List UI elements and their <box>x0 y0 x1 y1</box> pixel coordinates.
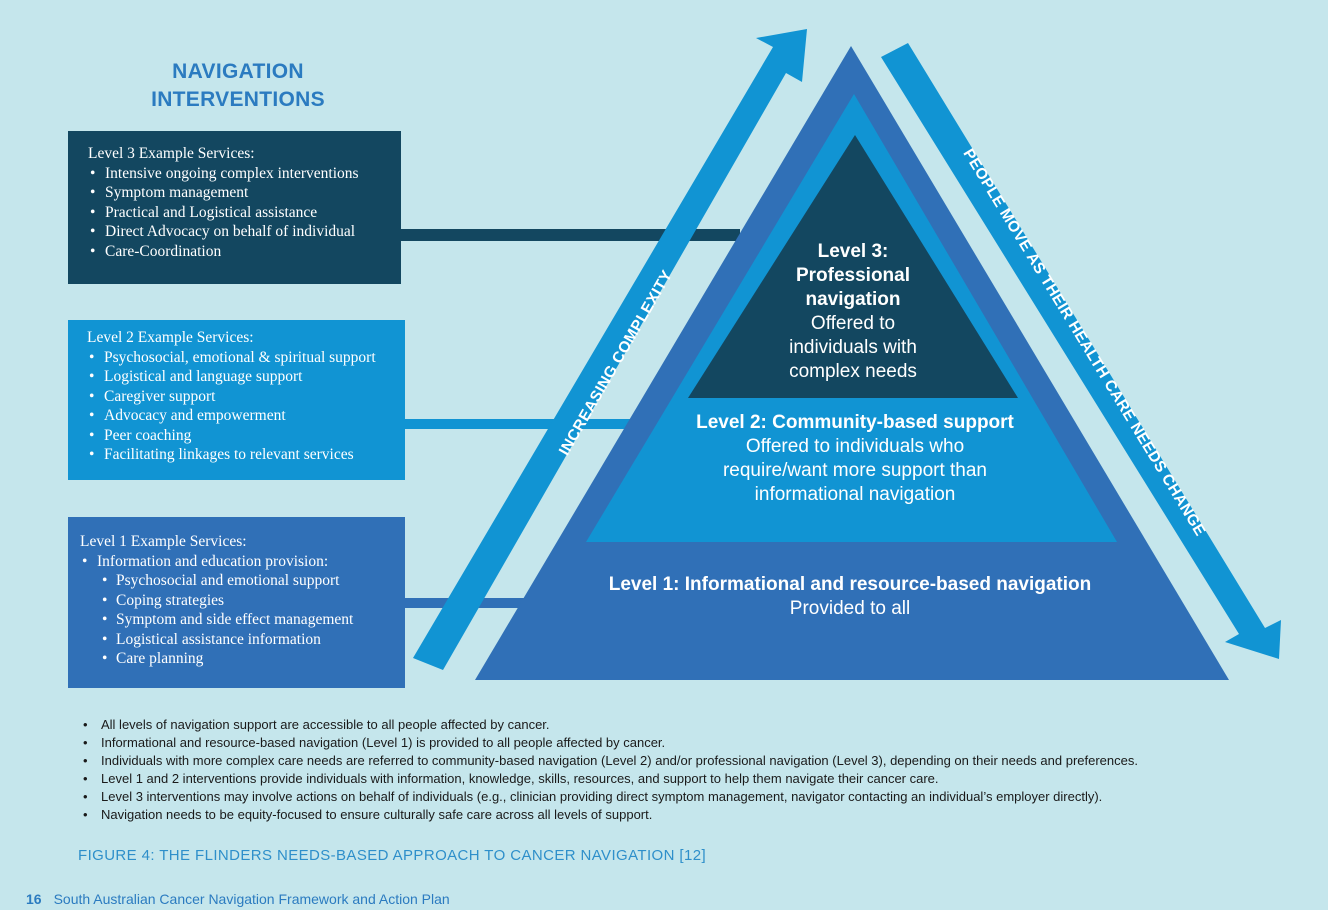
level1-label: Level 1: Informational and resource-base… <box>590 573 1110 621</box>
level2-services-box: Level 2 Example Services: Psychosocial, … <box>68 320 405 480</box>
level2-label-line: Level 2: Community-based support <box>696 412 1014 433</box>
heading-line-2: INTERVENTIONS <box>151 88 325 111</box>
pyramid-level3 <box>688 135 1018 398</box>
list-item: Information and education provision: <box>80 552 405 572</box>
level3-label-line: Level 3: <box>817 241 889 262</box>
level1-label-line: Level 1: Informational and resource-base… <box>608 574 1092 595</box>
level1-box-title: Level 1 Example Services: <box>80 533 247 550</box>
list-item: Practical and Logistical assistance <box>88 203 401 223</box>
list-subitem: Logistical assistance information <box>80 630 405 650</box>
level3-label-line: Offered to <box>810 313 896 334</box>
level2-label: Level 2: Community-based support Offered… <box>655 411 1055 507</box>
note-item: Level 3 interventions may involve action… <box>80 788 1138 806</box>
level3-box-title: Level 3 Example Services: <box>88 145 255 162</box>
level2-box-title: Level 2 Example Services: <box>87 329 254 346</box>
level3-label-line: individuals with <box>789 337 917 358</box>
level3-label-line: Professional <box>795 265 911 286</box>
list-item: Caregiver support <box>87 387 405 407</box>
level3-label-line: complex needs <box>789 361 917 382</box>
level3-label: Level 3: Professional navigation Offered… <box>743 240 963 384</box>
level1-label-line: Provided to all <box>789 598 911 619</box>
note-item: Individuals with more complex care needs… <box>80 752 1138 770</box>
level2-label-line: Offered to individuals who <box>745 436 965 457</box>
list-item: Peer coaching <box>87 426 405 446</box>
list-item: Advocacy and empowerment <box>87 406 405 426</box>
list-item: Symptom management <box>88 183 401 203</box>
level3-label-line: navigation <box>805 289 901 310</box>
level1-services-list: Information and education provision: Psy… <box>80 552 405 669</box>
document-title: South Australian Cancer Navigation Frame… <box>53 891 450 907</box>
level2-label-line: informational navigation <box>754 484 956 505</box>
list-item: Psychosocial, emotional & spiritual supp… <box>87 348 405 368</box>
page-number: 16 <box>26 891 42 907</box>
note-item: Level 1 and 2 interventions provide indi… <box>80 770 1138 788</box>
list-item: Intensive ongoing complex interventions <box>88 164 401 184</box>
list-item: Care-Coordination <box>88 242 401 262</box>
list-item: Logistical and language support <box>87 367 405 387</box>
level3-services-box: Level 3 Example Services: Intensive ongo… <box>68 131 401 284</box>
list-subitem: Symptom and side effect management <box>80 610 405 630</box>
list-item: Direct Advocacy on behalf of individual <box>88 222 401 242</box>
list-item: Facilitating linkages to relevant servic… <box>87 445 405 465</box>
level1-services-box: Level 1 Example Services: Information an… <box>68 517 405 688</box>
figure-caption: FIGURE 4: THE FLINDERS NEEDS-BASED APPRO… <box>78 847 707 864</box>
note-item: All levels of navigation support are acc… <box>80 716 1138 734</box>
note-item: Navigation needs to be equity-focused to… <box>80 806 1138 824</box>
notes-list: All levels of navigation support are acc… <box>80 716 1138 824</box>
increasing-complexity-arrow <box>413 29 807 670</box>
level2-label-line: require/want more support than <box>722 460 988 481</box>
heading-line-1: NAVIGATION <box>172 60 304 83</box>
page-footer: 16 South Australian Cancer Navigation Fra… <box>26 891 450 907</box>
list-subitem: Coping strategies <box>80 591 405 611</box>
diagram-heading: NAVIGATION INTERVENTIONS <box>120 58 356 114</box>
list-subitem: Care planning <box>80 649 405 669</box>
list-subitem: Psychosocial and emotional support <box>80 571 405 591</box>
needs-change-arrow <box>881 43 1281 659</box>
note-item: Informational and resource-based navigat… <box>80 734 1138 752</box>
level2-services-list: Psychosocial, emotional & spiritual supp… <box>87 348 405 465</box>
level3-services-list: Intensive ongoing complex interventions … <box>88 164 401 262</box>
